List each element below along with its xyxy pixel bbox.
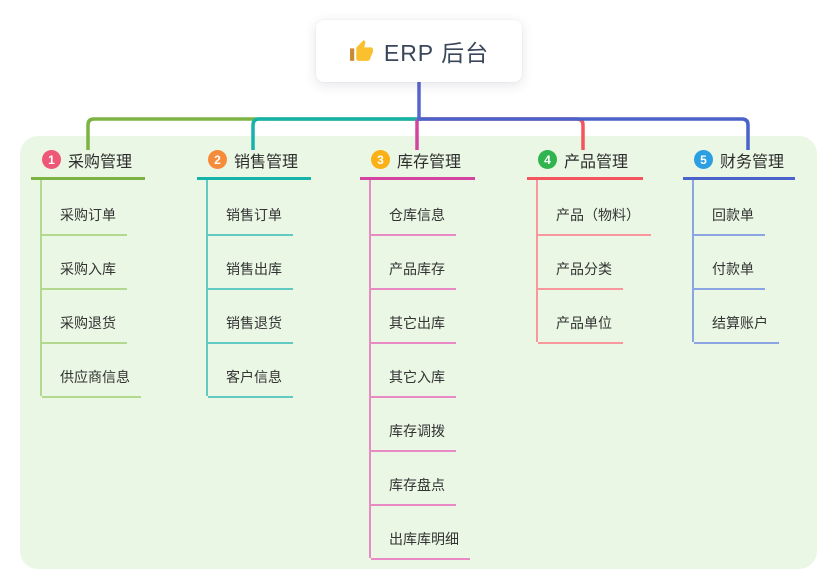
child-node[interactable]: 其它出库 (371, 288, 500, 344)
child-node[interactable]: 产品单位 (538, 288, 667, 344)
child-node-label: 采购退货 (42, 313, 127, 344)
branch-number-badge: 5 (694, 150, 713, 169)
child-node[interactable]: 回款单 (694, 180, 823, 236)
child-node-label: 销售订单 (208, 205, 293, 236)
child-node-label: 销售出库 (208, 259, 293, 290)
child-node-label: 出库库明细 (371, 529, 470, 560)
child-node[interactable]: 采购入库 (42, 234, 171, 290)
branch-node[interactable]: 4 产品管理 (527, 136, 643, 180)
branch-children: 销售订单销售出库销售退货客户信息 (206, 180, 337, 398)
child-node-label: 产品分类 (538, 259, 623, 290)
child-node[interactable]: 供应商信息 (42, 342, 171, 398)
branch-number-badge: 4 (538, 150, 557, 169)
child-node-label: 采购入库 (42, 259, 127, 290)
child-node-label: 销售退货 (208, 313, 293, 344)
child-node[interactable]: 产品库存 (371, 234, 500, 290)
branch-product: 4 产品管理 产品（物料） 产品分类产品单位 (527, 136, 667, 344)
child-node[interactable]: 产品（物料） (538, 180, 667, 236)
branch-sales: 2 销售管理 销售订单销售出库销售退货客户信息 (197, 136, 337, 398)
branch-number-badge: 3 (371, 150, 390, 169)
child-node-label: 客户信息 (208, 367, 293, 398)
branch-node[interactable]: 5 财务管理 (683, 136, 795, 180)
branch-inventory: 3 库存管理 仓库信息产品库存其它出库其它入库库存调拨库存盘点出库库明细 (360, 136, 500, 560)
branch-children: 产品（物料） 产品分类产品单位 (536, 180, 667, 344)
thumbs-up-icon (349, 39, 373, 61)
branch-node[interactable]: 1 采购管理 (31, 136, 145, 180)
child-node[interactable]: 采购退货 (42, 288, 171, 344)
child-node[interactable]: 销售订单 (208, 180, 337, 236)
child-node[interactable]: 销售出库 (208, 234, 337, 290)
branch-children: 回款单付款单结算账户 (692, 180, 823, 344)
child-node[interactable]: 销售退货 (208, 288, 337, 344)
branch-title: 库存管理 (397, 153, 462, 171)
root-node[interactable]: ERP 后台 (316, 20, 522, 82)
child-node[interactable]: 出库库明细 (371, 504, 500, 560)
branch-node[interactable]: 2 销售管理 (197, 136, 311, 180)
child-node-label: 库存盘点 (371, 475, 456, 506)
child-node-label: 付款单 (694, 259, 765, 290)
child-node-label: 回款单 (694, 205, 765, 236)
branch-title: 财务管理 (720, 153, 785, 171)
child-node-label: 供应商信息 (42, 367, 141, 398)
child-node[interactable]: 客户信息 (208, 342, 337, 398)
child-node[interactable]: 库存调拨 (371, 396, 500, 452)
child-node[interactable]: 结算账户 (694, 288, 823, 344)
child-node-label: 产品（物料） (538, 205, 651, 236)
branch-number-badge: 2 (208, 150, 227, 169)
branch-node[interactable]: 3 库存管理 (360, 136, 475, 180)
child-node-label: 其它出库 (371, 313, 456, 344)
branch-title: 销售管理 (234, 153, 299, 171)
branch-number-badge: 1 (42, 150, 61, 169)
branch-children: 仓库信息产品库存其它出库其它入库库存调拨库存盘点出库库明细 (369, 180, 500, 560)
child-node[interactable]: 付款单 (694, 234, 823, 290)
child-node[interactable]: 其它入库 (371, 342, 500, 398)
child-node-label: 库存调拨 (371, 421, 456, 452)
child-node-label: 产品库存 (371, 259, 456, 290)
child-node[interactable]: 库存盘点 (371, 450, 500, 506)
child-node[interactable]: 采购订单 (42, 180, 171, 236)
child-node-label: 采购订单 (42, 205, 127, 236)
child-node-label: 其它入库 (371, 367, 456, 398)
child-node-label: 仓库信息 (371, 205, 456, 236)
child-node-label: 结算账户 (694, 313, 779, 344)
branch-title: 采购管理 (68, 153, 133, 171)
child-node[interactable]: 产品分类 (538, 234, 667, 290)
child-node-label: 产品单位 (538, 313, 623, 344)
child-node[interactable]: 仓库信息 (371, 180, 500, 236)
branch-children: 采购订单采购入库采购退货供应商信息 (40, 180, 171, 398)
canvas-panel (20, 136, 817, 569)
root-title: ERP 后台 (383, 40, 490, 66)
branch-purchase: 1 采购管理 采购订单采购入库采购退货供应商信息 (31, 136, 171, 398)
branch-finance: 5 财务管理 回款单付款单结算账户 (683, 136, 823, 344)
branch-title: 产品管理 (564, 153, 629, 171)
